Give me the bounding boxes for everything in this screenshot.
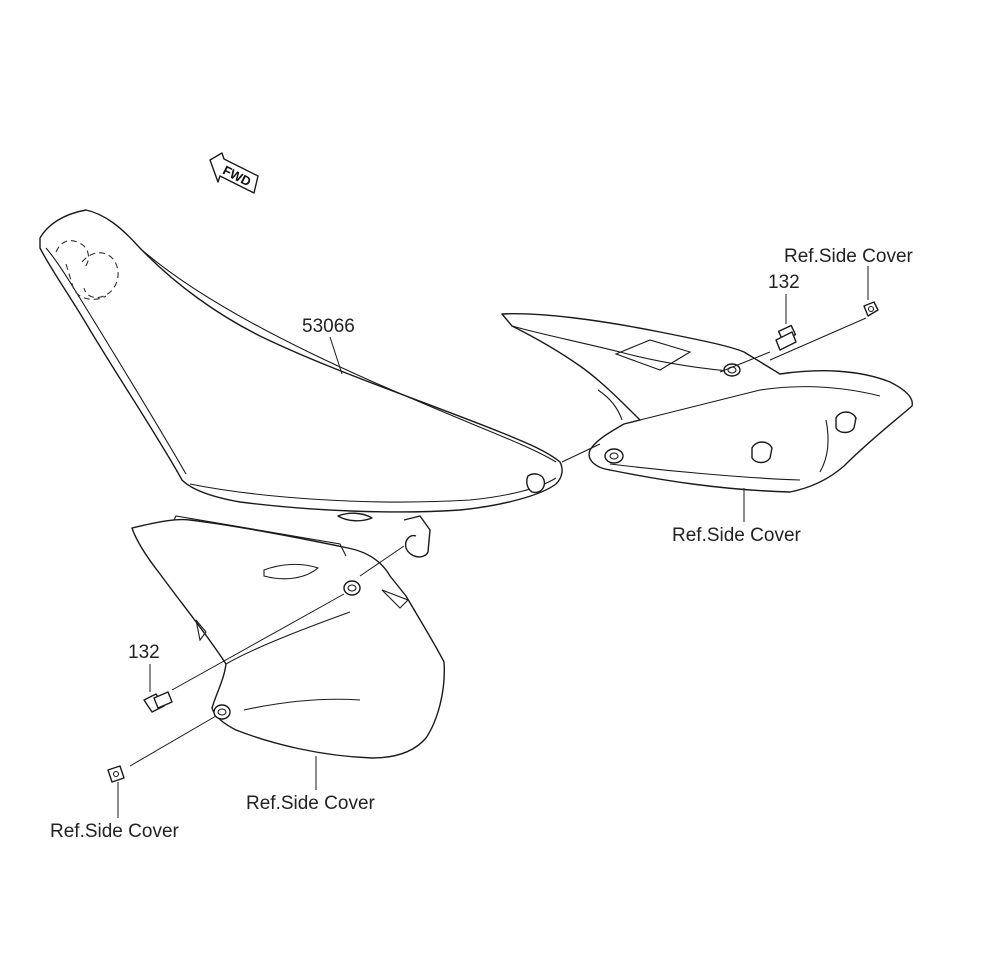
callout-ref-side-cover-bottom-left: Ref.Side Cover bbox=[50, 821, 180, 842]
left-side-cover-part bbox=[131, 515, 446, 759]
bolt-132-left-icon bbox=[143, 691, 173, 713]
callout-ref-side-cover-left: Ref.Side Cover bbox=[246, 793, 376, 814]
callout-bolt-132-left: 132 bbox=[128, 642, 160, 663]
fwd-arrow-icon: FWD bbox=[209, 152, 259, 194]
leader-lines bbox=[117, 266, 869, 818]
seat-part bbox=[39, 209, 563, 558]
bolt-132-right-icon bbox=[775, 324, 797, 351]
callout-bolt-132-right: 132 bbox=[768, 272, 800, 293]
callout-seat-53066: 53066 bbox=[302, 316, 355, 337]
right-side-cover-part bbox=[501, 313, 913, 493]
fwd-label: FWD bbox=[220, 163, 253, 190]
small-bolt-top-right-icon bbox=[863, 301, 879, 317]
callout-ref-side-cover-right: Ref.Side Cover bbox=[672, 525, 802, 546]
callout-ref-side-cover-top-right: Ref.Side Cover bbox=[784, 246, 914, 267]
small-bolt-bottom-left-icon bbox=[107, 765, 125, 783]
